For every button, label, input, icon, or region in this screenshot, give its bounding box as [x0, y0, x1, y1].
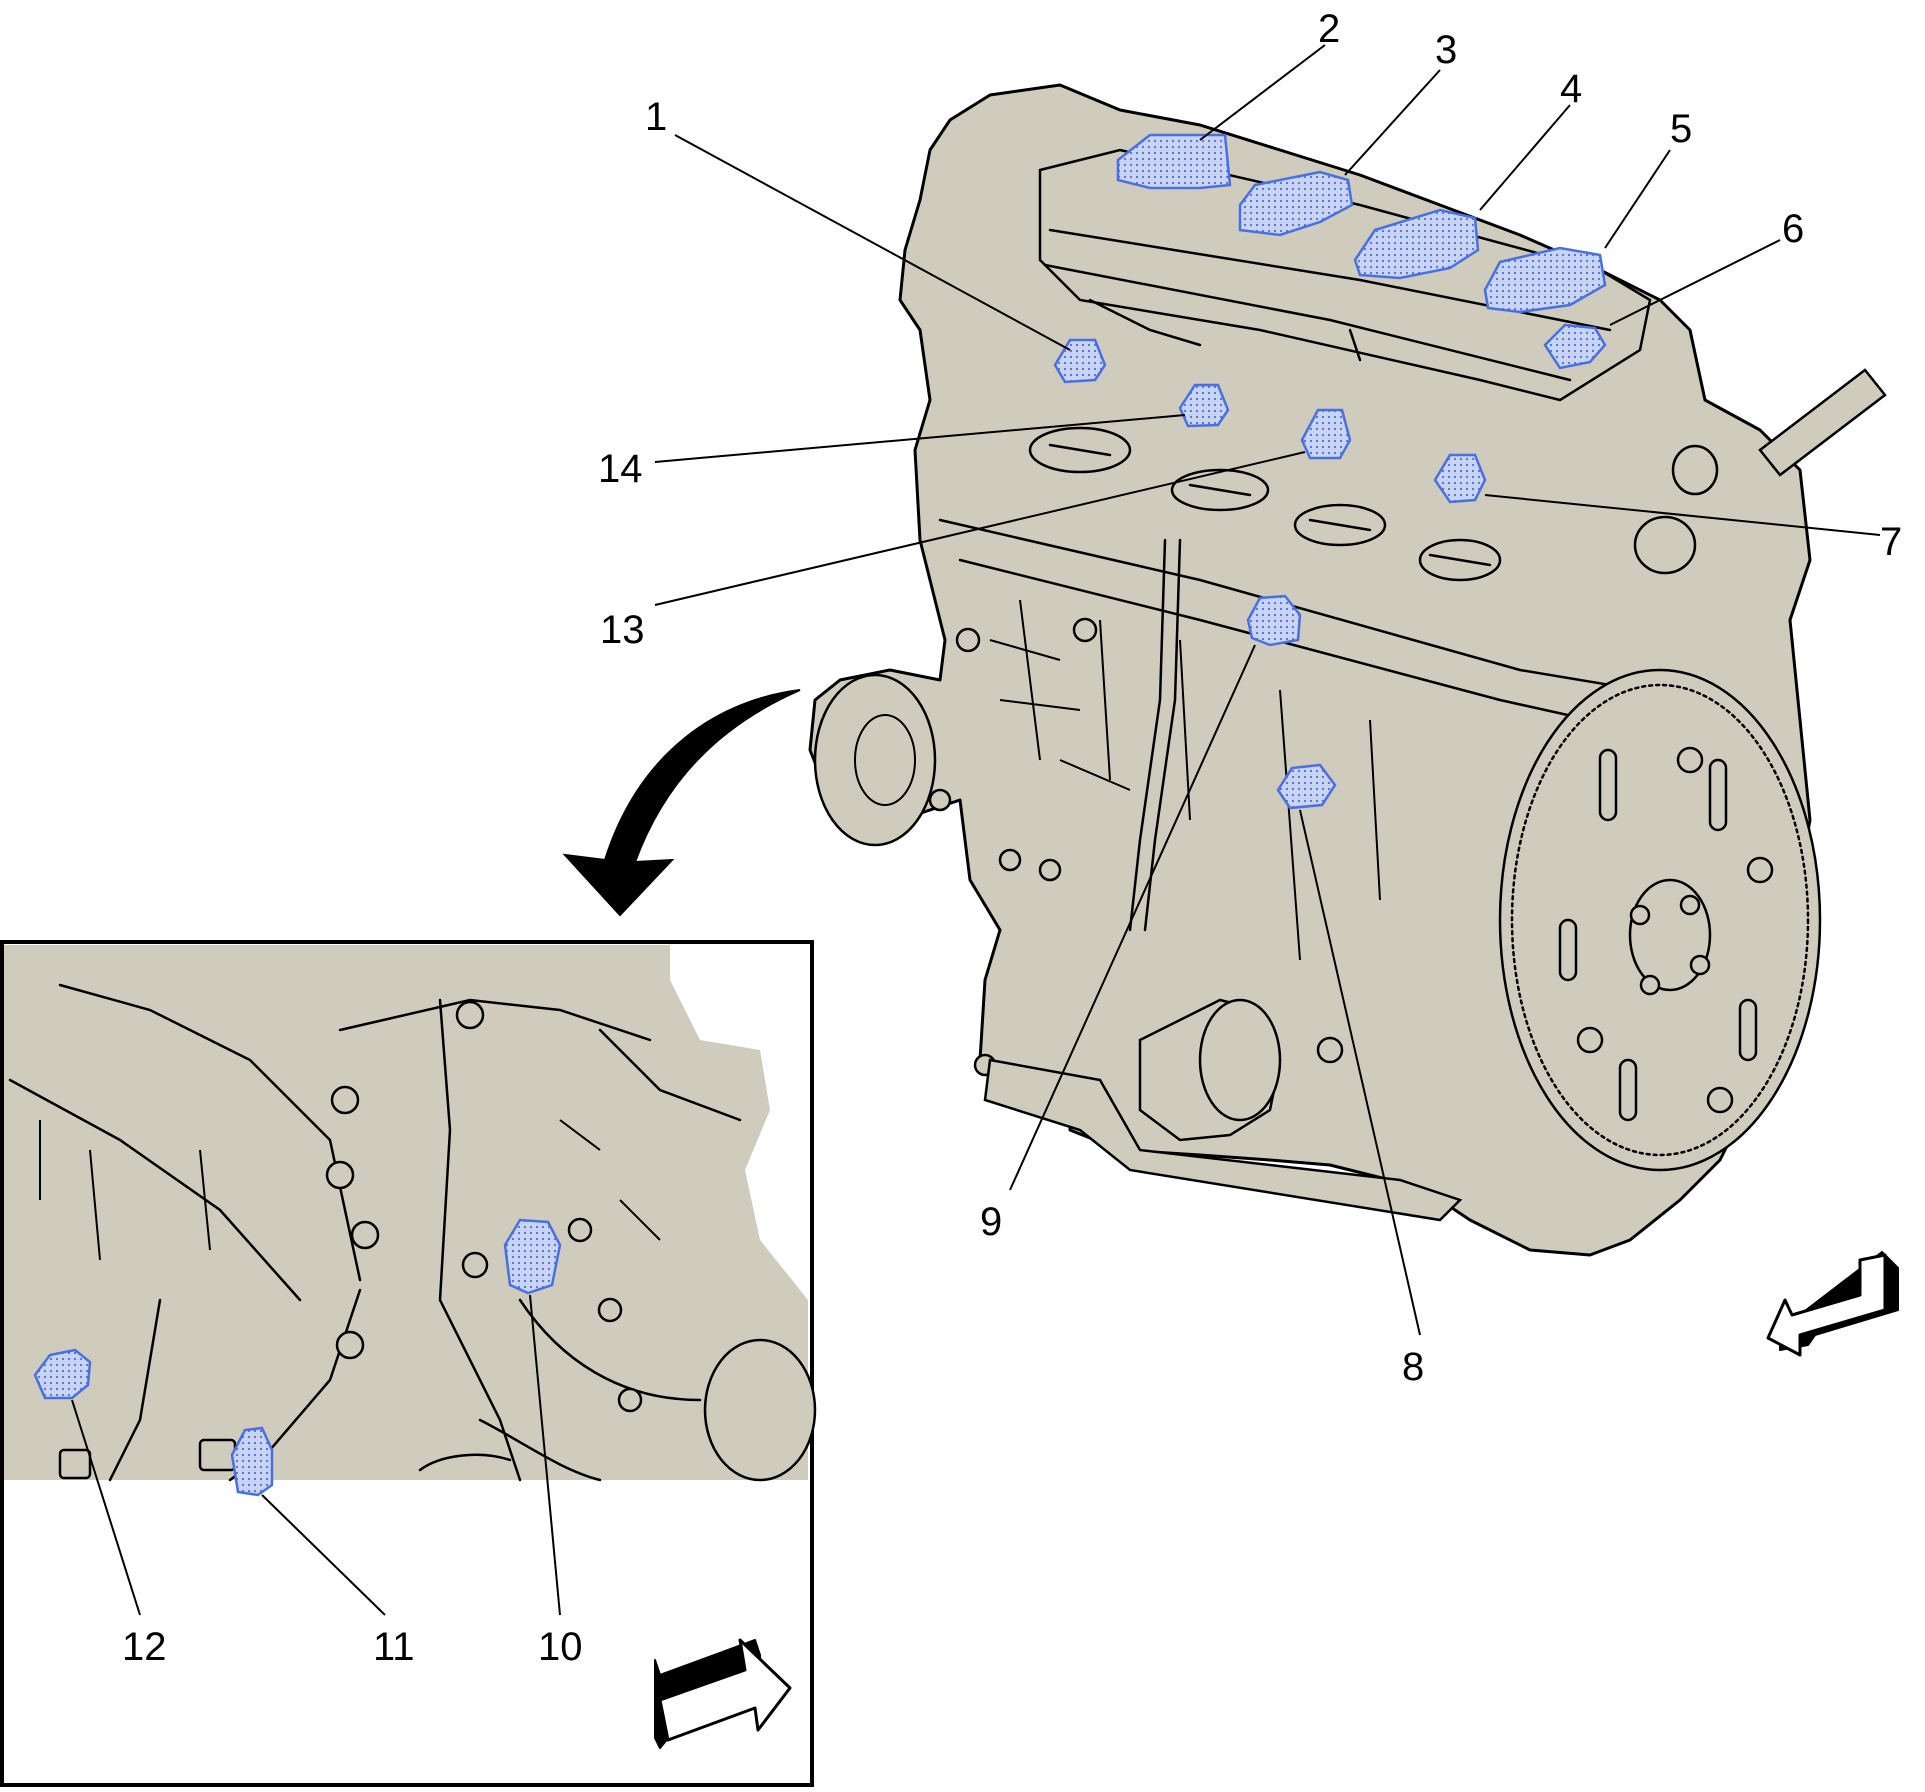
leader-9	[1009, 644, 1256, 1191]
callout-13: 13	[600, 608, 645, 652]
ignition-coil-2[interactable]	[1238, 170, 1354, 237]
bolt	[1072, 617, 1098, 643]
oil-pan	[983, 1058, 1463, 1222]
sensor-7[interactable]	[1433, 453, 1487, 504]
callout-10: 10	[538, 1625, 583, 1669]
flywheel-slot	[1558, 918, 1578, 982]
flywheel-bolt	[1629, 904, 1651, 926]
callout-7: 7	[1880, 520, 1902, 564]
sensor-14[interactable]	[1178, 383, 1230, 428]
cam-sprocket	[1671, 444, 1719, 496]
callout-9: 9	[980, 1200, 1002, 1244]
flywheel-slot	[1618, 1058, 1638, 1122]
flywheel-slot	[1598, 748, 1618, 822]
cam-cover-rib	[1088, 298, 1202, 347]
leader-12	[71, 1399, 141, 1616]
detail-inset: 10 11 12	[0, 940, 817, 1787]
callout-4: 4	[1560, 67, 1582, 111]
ignition-coil-3[interactable]	[1353, 208, 1480, 280]
front-pulley	[813, 673, 937, 847]
flywheel-slot	[1708, 758, 1728, 832]
leader-8	[1299, 809, 1421, 1336]
flywheel-bolt	[1679, 894, 1701, 916]
callout-3: 3	[1435, 28, 1457, 72]
leader-4	[1479, 104, 1571, 211]
leader-3	[1344, 69, 1441, 176]
curved-pointer-arrow	[562, 689, 801, 917]
block-detail	[989, 639, 1131, 791]
callout-11: 11	[373, 1625, 415, 1669]
block-detail	[1019, 599, 1381, 961]
leader-5	[1604, 149, 1671, 249]
sensor-9[interactable]	[1246, 594, 1302, 647]
leader-11	[261, 1494, 386, 1616]
flywheel-slot	[1738, 998, 1758, 1062]
dipstick-tube	[1128, 538, 1167, 932]
flywheel-hole	[1576, 1026, 1604, 1054]
dipstick-tube	[1143, 538, 1182, 932]
flywheel-ring-gear	[1510, 683, 1810, 1157]
sensor-12[interactable]	[33, 1348, 92, 1400]
callout-12: 12	[122, 1625, 167, 1669]
leader-6	[1609, 239, 1781, 326]
callout-labels: 1 2 3 4 5 6 7 8 9 13 14	[598, 7, 1902, 1389]
sensor-11[interactable]	[230, 1426, 274, 1497]
view-direction-arrow-main	[1766, 1251, 1899, 1357]
callout-5: 5	[1670, 107, 1692, 151]
sensor-10[interactable]	[503, 1218, 562, 1295]
leader-1	[674, 134, 1071, 351]
flywheel-hole	[1746, 856, 1774, 884]
callout-8: 8	[1402, 1345, 1424, 1389]
callout-2: 2	[1318, 7, 1340, 51]
highlighted-components	[1053, 133, 1607, 810]
sensor-13[interactable]	[1300, 408, 1352, 460]
bolt	[955, 627, 981, 653]
flywheel-bolt	[1689, 954, 1711, 976]
oil-filter-cap	[1198, 998, 1282, 1122]
leader-10	[529, 1294, 561, 1616]
callout-6: 6	[1782, 207, 1804, 251]
inset-linework	[8, 983, 817, 1482]
callout-leaders	[654, 44, 1881, 1336]
ignition-coil-4[interactable]	[1483, 246, 1607, 314]
sensor-8[interactable]	[1276, 763, 1337, 810]
cam-cover-rib	[1048, 228, 1612, 332]
bolt	[1316, 1036, 1344, 1064]
view-direction-arrow-inset	[654, 1638, 792, 1749]
flywheel-bolt	[1639, 974, 1661, 996]
sensor-6[interactable]	[1543, 323, 1607, 370]
cam-cover-rib	[1043, 263, 1572, 382]
rear-hub	[1633, 515, 1697, 575]
callout-14: 14	[598, 447, 643, 491]
flywheel-hole	[1706, 1086, 1734, 1114]
port-slot	[1048, 443, 1492, 567]
leader-2	[1199, 44, 1326, 141]
bolt	[1038, 858, 1062, 882]
leader-7	[1484, 494, 1881, 536]
flywheel-hole	[1676, 746, 1704, 774]
cam-cover-rib	[1348, 328, 1362, 362]
callout-1: 1	[645, 95, 667, 139]
leader-13	[654, 451, 1306, 606]
leader-14	[654, 414, 1186, 463]
shaft	[1758, 368, 1887, 477]
front-pulley-hub	[854, 714, 916, 806]
bolt	[928, 788, 952, 812]
engine-assembly	[808, 83, 1887, 1257]
inset-engine-detail	[4, 945, 808, 1480]
ignition-coil-1[interactable]	[1116, 133, 1232, 190]
sensor-1[interactable]	[1053, 338, 1107, 384]
bolt	[998, 848, 1022, 872]
